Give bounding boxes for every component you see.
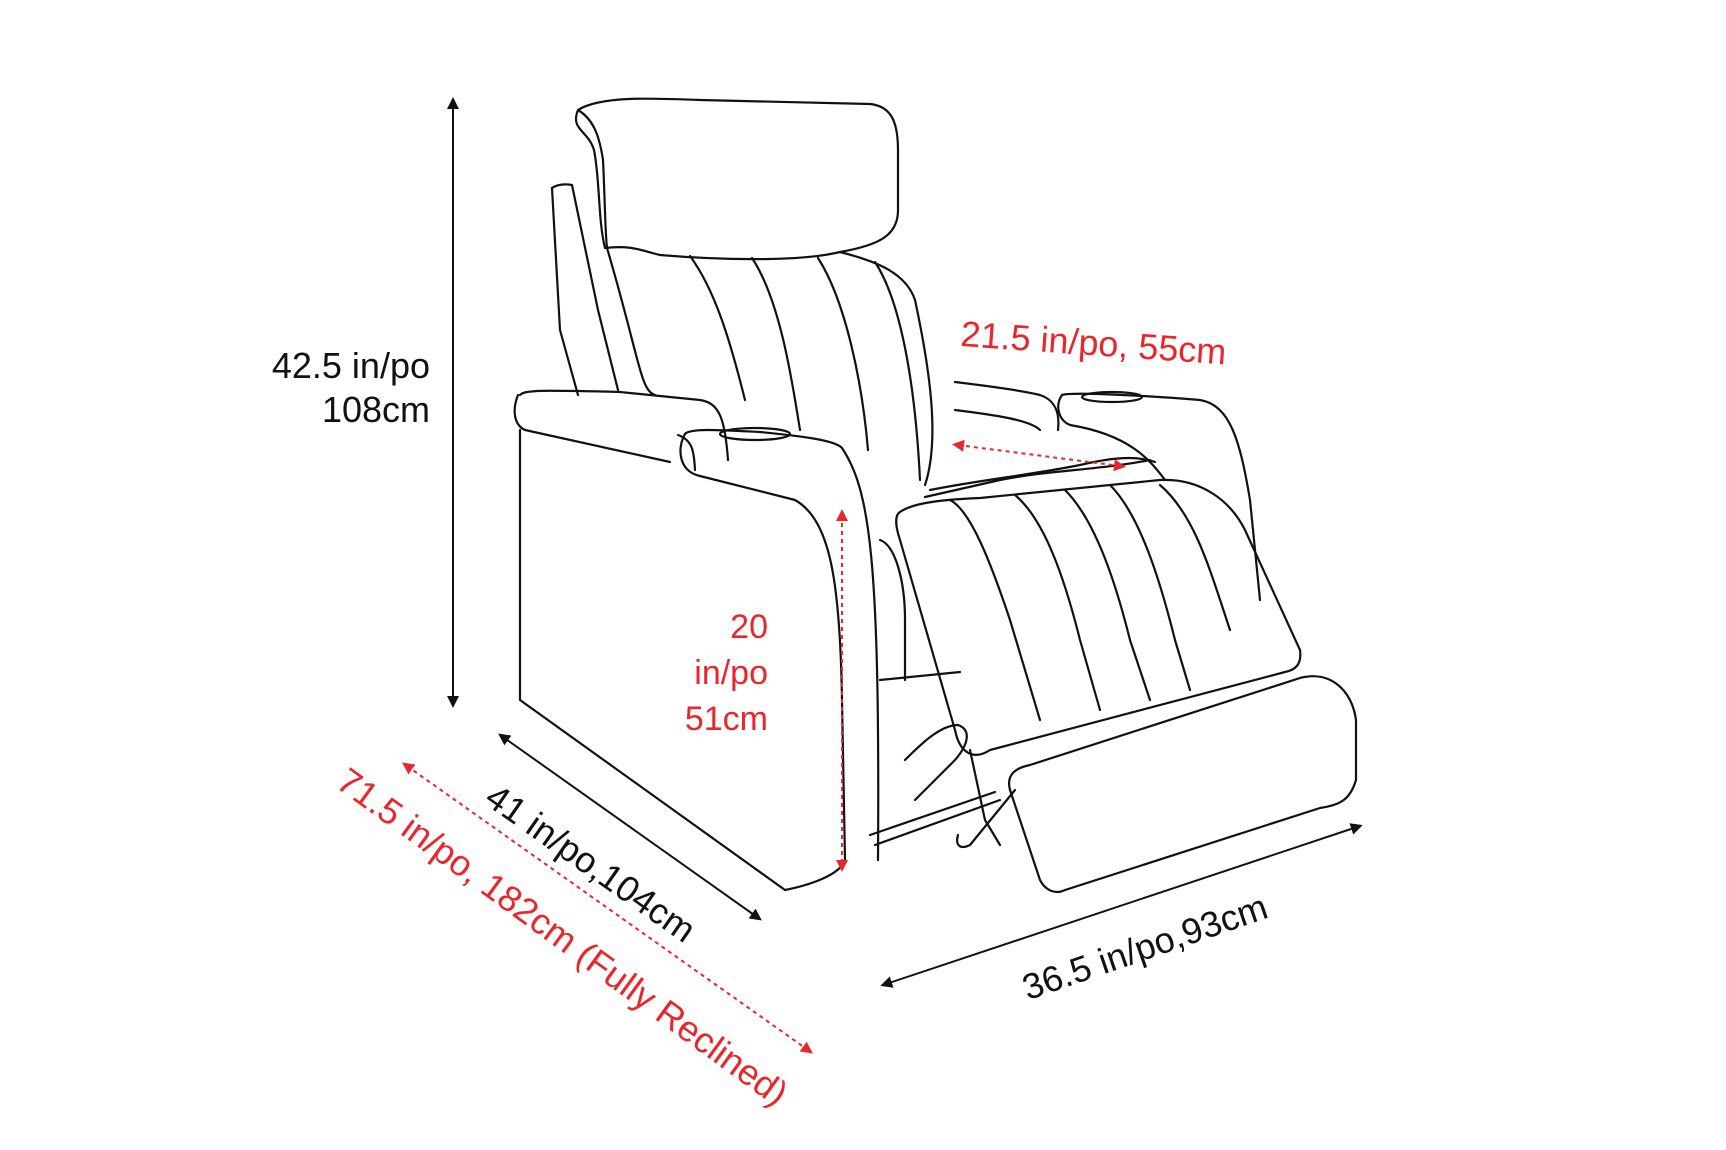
height-cm: 108cm — [321, 389, 430, 430]
seat-height-cm: 51cm — [684, 700, 768, 738]
seat-height-unit: in/po — [694, 654, 768, 692]
seat-height-dimension-label: 20 in/po 51cm — [640, 610, 768, 736]
chair-outline — [513, 97, 1358, 894]
red-dimension-lines — [402, 439, 1126, 1054]
seat-height-value: 20 — [730, 608, 768, 646]
height-inches: 42.5 in/po — [271, 345, 430, 386]
height-dimension-label: 42.5 in/po 108cm — [250, 348, 430, 428]
